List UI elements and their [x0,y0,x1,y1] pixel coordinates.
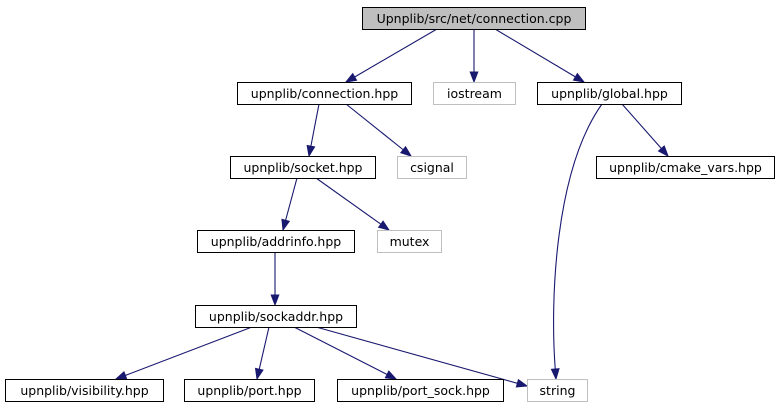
arrowhead [550,368,560,381]
node-box [195,305,357,328]
arrowhead [399,145,413,157]
node-root: Upnplib/src/net/connection.cpp [362,7,586,30]
arrowhead [572,72,586,83]
node-box [377,230,442,253]
edge-socket-to-mutex [315,177,391,231]
edge-line [285,177,298,221]
node-label: Upnplib/src/net/connection.cpp [377,11,572,26]
arrowhead [270,294,280,307]
node-box [527,379,588,402]
arrowhead [384,370,398,380]
edge-line [553,103,603,370]
node-label: upnplib/port.hpp [197,383,301,398]
node-visibility[interactable]: upnplib/visibility.hpp [5,379,164,402]
node-label: iostream [447,86,502,101]
node-label: upnplib/sockaddr.hpp [209,309,343,324]
node-port-sock[interactable]: upnplib/port_sock.hpp [337,379,504,402]
node-cmake-vars[interactable]: upnplib/cmake_vars.hpp [596,156,775,179]
edge-addrinfo-to-sockaddr [270,252,280,307]
edge-sockaddr-to-string [315,326,529,388]
edge-line [345,103,404,151]
node-mutex: mutex [377,230,442,253]
arrowhead [281,218,291,232]
node-label: upnplib/visibility.hpp [20,383,148,398]
edge-sockaddr-to-port_sock [293,326,398,380]
edge-line [258,326,270,370]
graph-edges [114,28,669,388]
node-sockaddr[interactable]: upnplib/sockaddr.hpp [195,305,357,328]
arrowhead [114,371,128,380]
edge-line [293,326,388,375]
node-port[interactable]: upnplib/port.hpp [184,379,315,402]
edge-root-to-connection [344,28,438,83]
edge-line [494,28,576,78]
node-box [397,156,467,179]
edge-sockaddr-to-visibility [114,326,253,380]
edge-sockaddr-to-port [254,326,270,381]
node-box [197,230,355,253]
edge-global-to-string [550,103,603,381]
edge-line [354,28,438,78]
node-box [362,7,586,30]
edge-root-to-global [494,28,586,83]
edge-line [621,103,662,149]
node-box [537,82,682,105]
edge-global-to-cmake_vars [621,103,669,158]
graph-nodes: Upnplib/src/net/connection.cpp upnplib/co… [5,7,775,402]
node-label: upnplib/addrinfo.hpp [211,234,342,249]
edge-line [310,103,320,147]
node-box [5,379,164,402]
node-addrinfo[interactable]: upnplib/addrinfo.hpp [197,230,355,253]
node-label: upnplib/port_sock.hpp [351,383,490,398]
node-socket[interactable]: upnplib/socket.hpp [230,156,376,179]
node-box [230,156,376,179]
node-iostream: iostream [433,82,516,105]
node-label: upnplib/global.hpp [551,86,668,101]
arrowhead [306,144,316,158]
edge-line [315,326,518,384]
node-label: csignal [410,160,454,175]
edge-root-to-iostream [469,29,479,84]
node-box [237,82,412,105]
node-label: upnplib/socket.hpp [244,160,363,175]
node-global[interactable]: upnplib/global.hpp [537,82,682,105]
arrowhead [254,367,264,381]
node-box [337,379,504,402]
node-label: upnplib/cmake_vars.hpp [609,160,762,175]
arrowhead [469,71,479,84]
arrowhead [657,145,669,158]
node-label: string [540,383,576,398]
edge-connection-to-socket [306,103,320,158]
node-box [596,156,775,179]
arrowhead [344,72,358,83]
node-connection[interactable]: upnplib/connection.hpp [237,82,412,105]
node-label: upnplib/connection.hpp [251,86,399,101]
node-string: string [527,379,588,402]
node-box [184,379,315,402]
arrowhead [377,220,391,231]
arrowhead [515,378,529,388]
edge-connection-to-csignal [345,103,413,157]
node-box [433,82,516,105]
edge-line [125,326,253,376]
node-csignal: csignal [397,156,467,179]
node-label: mutex [390,234,430,249]
edge-line [315,177,382,225]
edge-socket-to-addrinfo [281,177,298,232]
